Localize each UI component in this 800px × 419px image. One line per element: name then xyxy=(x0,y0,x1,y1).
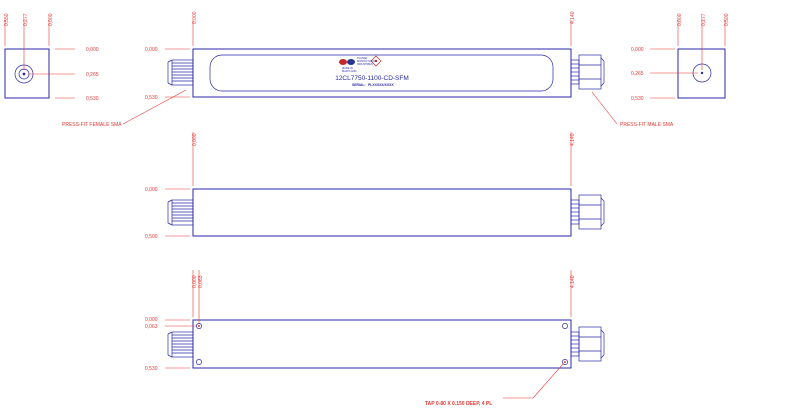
dim-bottom-y-1: 0,063 xyxy=(145,324,158,330)
left-end-body xyxy=(4,48,50,99)
top-view: MADE IN MARYLAND PLANAR MONOLITHICS INDU… xyxy=(62,11,674,128)
dim-left-x-1: 0,277 xyxy=(23,13,29,26)
bottom-view: 0,000 0,063 4,140 0,000 0,063 0,530 TAP … xyxy=(145,270,605,407)
dim-top-y-0: 0,000 xyxy=(145,47,158,53)
dim-left-y-0: 0,000 xyxy=(86,47,99,53)
dim-right-y-0: 0,000 xyxy=(631,47,644,53)
callout-tap-holes: TAP 0-80 X 0.150 DEEP, 4 PL xyxy=(425,401,492,407)
bottom-view-body xyxy=(192,319,572,369)
connector-pin xyxy=(700,71,704,75)
dim-side-x-0: 0,000 xyxy=(192,133,198,146)
svg-text:PLANAR: PLANAR xyxy=(357,56,368,60)
female-sma-connector-bottom xyxy=(167,331,194,358)
male-sma-connector-top xyxy=(570,54,605,90)
dim-right-x-0: 0,000 xyxy=(677,13,683,26)
dim-left-y-1: 0,265 xyxy=(86,72,99,78)
dim-top-x-0: 0,000 xyxy=(192,11,198,24)
dim-left-y-2: 0,530 xyxy=(86,96,99,102)
tap-hole xyxy=(196,359,202,365)
dim-top-x-1: 4,140 xyxy=(570,11,576,24)
callout-male-sma: PRESS-FIT MALE SMA xyxy=(620,122,674,128)
dim-left-x-0: 0,550 xyxy=(4,13,10,26)
side-view-body xyxy=(192,188,572,237)
dim-bottom-y-2: 0,530 xyxy=(145,366,158,372)
tap-hole xyxy=(196,323,202,329)
female-sma-connector-side xyxy=(167,199,194,226)
callout-female-sma: PRESS-FIT FEMALE SMA xyxy=(62,122,122,128)
svg-text:MARYLAND: MARYLAND xyxy=(342,69,356,73)
dim-bottom-x-0: 0,000 xyxy=(192,275,198,288)
dim-side-y-0: 0,000 xyxy=(145,187,158,193)
dim-top-y-1: 0,530 xyxy=(145,95,158,101)
dim-bottom-x-2: 4,140 xyxy=(570,275,576,288)
dim-side-x-1: 4,140 xyxy=(570,133,576,146)
dim-right-x-1: 0,277 xyxy=(701,13,707,26)
tap-hole xyxy=(562,359,568,365)
svg-text:INDUSTRIES: INDUSTRIES xyxy=(357,62,373,66)
connector-pin xyxy=(22,72,26,76)
dim-left-x-2: 0,000 xyxy=(48,13,54,26)
female-sma-connector-top xyxy=(167,59,194,86)
svg-text:MONOLITHICS: MONOLITHICS xyxy=(357,59,375,63)
label-plate xyxy=(209,54,554,92)
tap-hole xyxy=(562,323,568,329)
left-end-view: 0,550 0,277 0,000 0,000 0,265 0,530 xyxy=(4,13,99,102)
dim-side-y-1: 0,500 xyxy=(145,234,158,240)
top-view-body xyxy=(192,48,572,98)
svg-text:MADE IN: MADE IN xyxy=(342,66,353,70)
serial-value: PLXXXXX/XXXX xyxy=(368,83,394,87)
side-view: 0,000 4,140 0,000 0,500 xyxy=(145,132,605,240)
dim-right-y-1: 0,265 xyxy=(631,71,644,77)
dim-right-x-2: 0,500 xyxy=(724,13,730,26)
male-sma-connector-side xyxy=(570,194,605,230)
right-end-view: 0,000 0,277 0,500 0,000 0,265 0,530 xyxy=(631,13,730,102)
dim-right-y-2: 0,530 xyxy=(631,96,644,102)
dim-bottom-x-1: 0,063 xyxy=(198,275,204,288)
male-sma-connector-bottom xyxy=(570,326,605,362)
company-logo: MADE IN MARYLAND PLANAR MONOLITHICS INDU… xyxy=(339,55,382,73)
serial-label: SERIAL: xyxy=(352,83,366,87)
dim-bottom-y-0: 0,000 xyxy=(145,317,158,323)
part-number: 12CL7750-1100-CD-SFM xyxy=(335,75,409,82)
